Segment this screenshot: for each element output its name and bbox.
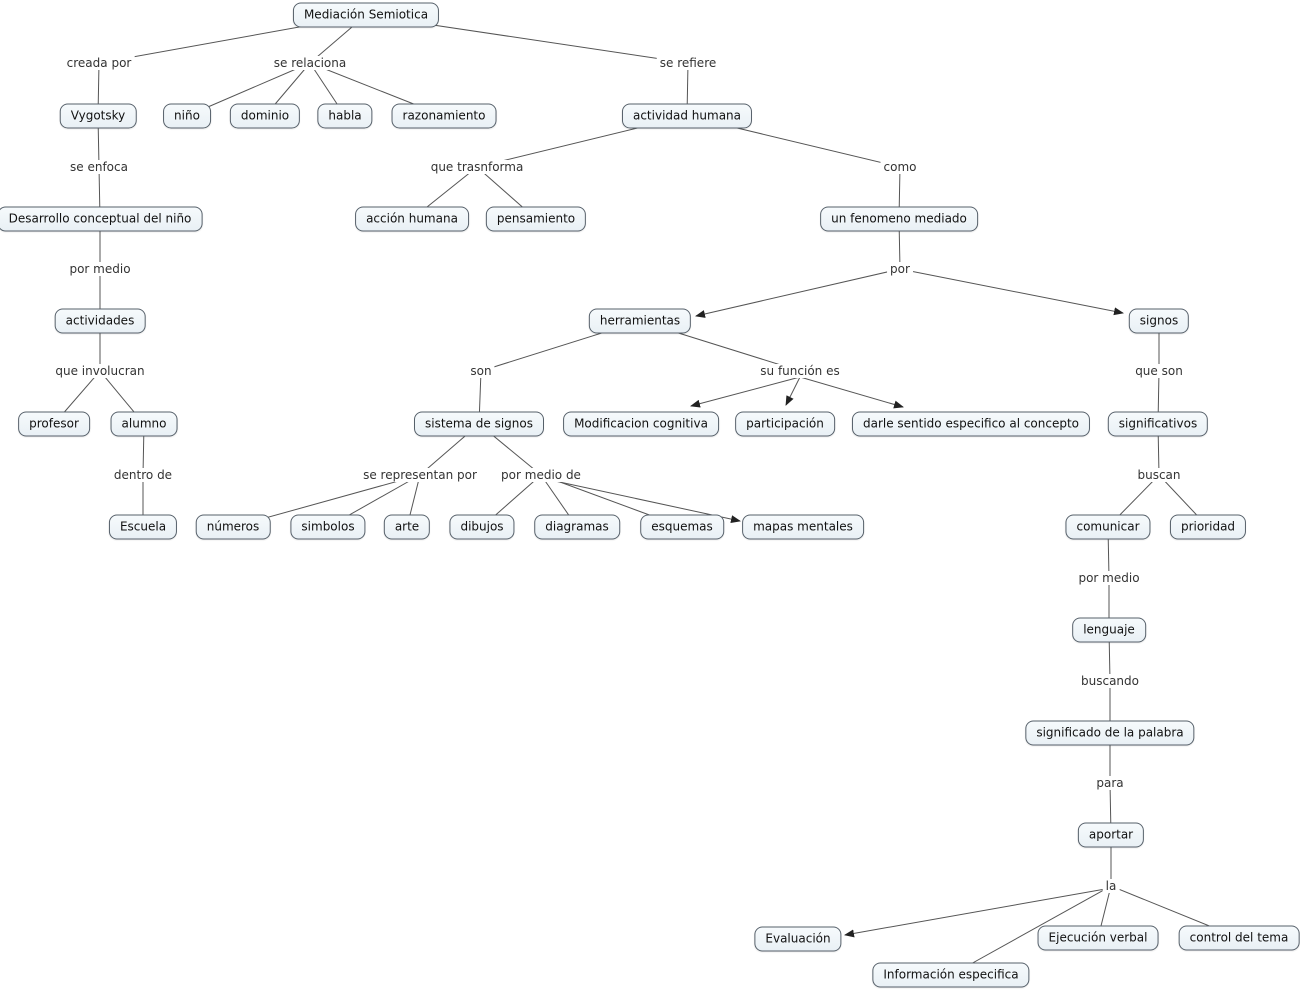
- concept-node-vygotsky[interactable]: Vygotsky: [59, 103, 137, 129]
- link-label-se-refiere: se refiere: [656, 56, 720, 70]
- link-label-dentro-de: dentro de: [110, 468, 176, 482]
- edge-line: [695, 268, 901, 318]
- link-label-que-trasnforma: que trasnforma: [427, 160, 527, 174]
- edge-line: [950, 885, 1112, 976]
- concept-node-arte[interactable]: arte: [383, 514, 431, 540]
- concept-node-evaluacion[interactable]: Evaluación: [754, 926, 842, 952]
- concept-node-escuela[interactable]: Escuela: [108, 514, 178, 540]
- edge-line: [690, 376, 801, 408]
- concept-node-comunicar[interactable]: comunicar: [1065, 514, 1151, 540]
- concept-node-herramientas[interactable]: herramientas: [588, 308, 692, 334]
- link-label-que-son: que son: [1132, 364, 1186, 378]
- concept-node-alumno[interactable]: alumno: [110, 411, 178, 437]
- concept-node-habla[interactable]: habla: [317, 103, 373, 129]
- link-label-creada-por: creada por: [63, 56, 135, 70]
- concept-node-sistema-de-signos[interactable]: sistema de signos: [414, 411, 544, 437]
- edge-line: [799, 376, 904, 409]
- concept-node-aportar[interactable]: aportar: [1077, 822, 1145, 848]
- concept-node-actividad-humana[interactable]: actividad humana: [621, 103, 753, 129]
- concept-node-participacion[interactable]: participación: [735, 411, 835, 437]
- link-label-para: para: [1093, 776, 1127, 790]
- concept-node-actividades[interactable]: actividades: [54, 308, 146, 334]
- concept-node-nino[interactable]: niño: [163, 103, 211, 129]
- concept-node-prioridad[interactable]: prioridad: [1169, 514, 1247, 540]
- concept-node-modificacion-cognitiva[interactable]: Modificacion cognitiva: [563, 411, 719, 437]
- link-label-se-relaciona: se relaciona: [270, 56, 350, 70]
- link-label-se-enfoca: se enfoca: [67, 160, 131, 174]
- concept-node-mediacion-semiotica[interactable]: Mediación Semiotica: [292, 2, 440, 28]
- link-label-por-medio-2: por medio: [1075, 571, 1143, 585]
- concept-node-signos[interactable]: signos: [1128, 308, 1190, 334]
- concept-node-significativos[interactable]: significativos: [1107, 411, 1209, 437]
- concept-node-diagramas[interactable]: diagramas: [534, 514, 620, 540]
- edge-line: [844, 887, 1112, 938]
- link-label-que-involucran: que involucran: [52, 364, 148, 378]
- concept-node-profesor[interactable]: profesor: [18, 411, 90, 437]
- edge-line: [785, 376, 801, 406]
- concept-node-desarrollo-conceptual[interactable]: Desarrollo conceptual del niño: [0, 206, 203, 232]
- link-label-como: como: [880, 160, 920, 174]
- link-label-son: son: [467, 364, 495, 378]
- concept-node-fenomeno-mediado[interactable]: un fenomeno mediado: [820, 206, 978, 232]
- concept-node-esquemas[interactable]: esquemas: [640, 514, 724, 540]
- link-label-por-medio-de: por medio de: [498, 468, 584, 482]
- link-label-buscando: buscando: [1078, 674, 1142, 688]
- link-label-su-funcion-es: su función es: [757, 364, 843, 378]
- concept-node-ejecucion-verbal[interactable]: Ejecución verbal: [1037, 925, 1159, 951]
- concept-node-razonamiento[interactable]: razonamiento: [391, 103, 497, 129]
- concept-node-simbolos[interactable]: simbolos: [290, 514, 366, 540]
- concept-node-dibujos[interactable]: dibujos: [449, 514, 515, 540]
- concept-node-darle-sentido[interactable]: darle sentido especifico al concepto: [851, 411, 1091, 437]
- concept-node-pensamiento[interactable]: pensamiento: [485, 206, 587, 232]
- concept-node-dominio[interactable]: dominio: [229, 103, 301, 129]
- concept-node-lenguaje[interactable]: lenguaje: [1072, 617, 1146, 643]
- concept-node-informacion-especifica[interactable]: Información especifica: [872, 962, 1030, 988]
- concept-node-numeros[interactable]: números: [195, 514, 271, 540]
- link-label-la: la: [1102, 879, 1120, 893]
- link-label-por: por: [887, 262, 913, 276]
- edge-line: [899, 268, 1124, 316]
- link-label-se-representan-por: se representan por: [360, 468, 480, 482]
- concept-node-control-del-tema[interactable]: control del tema: [1178, 925, 1300, 951]
- concept-node-significado-palabra[interactable]: significado de la palabra: [1025, 720, 1195, 746]
- concept-node-mapas-mentales[interactable]: mapas mentales: [742, 514, 864, 540]
- concept-node-accion-humana[interactable]: acción humana: [355, 206, 469, 232]
- link-label-buscan: buscan: [1134, 468, 1184, 482]
- link-label-por-medio-1: por medio: [66, 262, 134, 276]
- edge-line: [540, 477, 741, 524]
